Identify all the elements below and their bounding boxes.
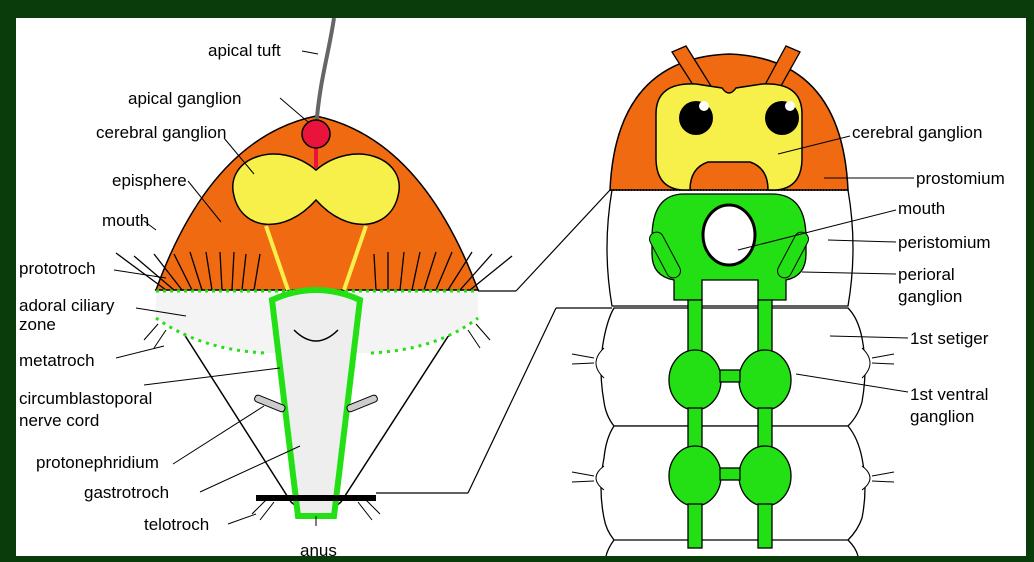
eye-left-highlight — [699, 101, 709, 111]
label-apical-tuft: apical tuft — [208, 41, 281, 60]
label-peristomium: peristomium — [898, 233, 991, 252]
label-gastrotroch: gastrotroch — [84, 483, 169, 502]
label-prostomium: prostomium — [916, 169, 1005, 188]
label-cerebral-ganglion: cerebral ganglion — [96, 123, 226, 142]
label-protonephridium: protonephridium — [36, 453, 159, 472]
apical-tuft-strands — [316, 18, 334, 128]
label-first-ventral-2: ganglion — [910, 407, 974, 426]
label-telotroch: telotroch — [144, 515, 209, 534]
label-episphere: episphere — [112, 171, 187, 190]
label-first-setiger: 1st setiger — [910, 329, 989, 348]
apical-ganglion-shape — [302, 120, 330, 148]
label-first-ventral-1: 1st ventral — [910, 385, 988, 404]
diagram-canvas: apical tuft apical ganglion cerebral gan… — [16, 18, 1026, 556]
label-prototroch: prototroch — [19, 259, 96, 278]
connector-lower — [468, 308, 556, 493]
mouth-opening-right — [703, 205, 755, 265]
label-anus: anus — [300, 541, 337, 556]
label-apical-ganglion: apical ganglion — [128, 89, 241, 108]
eye-right-highlight — [785, 101, 795, 111]
label-adoral-ciliary-2: zone — [19, 315, 56, 334]
third-segment — [606, 540, 858, 556]
label-cerebral-ganglion-right: cerebral ganglion — [852, 123, 982, 142]
first-ventral-ganglion-right — [739, 350, 791, 410]
right-labels: cerebral ganglion prostomium mouth peris… — [852, 123, 1005, 426]
connector-upper — [516, 190, 610, 291]
label-metatroch: metatroch — [19, 351, 95, 370]
annelid-larva-diagram: apical tuft apical ganglion cerebral gan… — [16, 18, 1026, 556]
label-circumblastoporal-2: nerve cord — [19, 411, 99, 430]
label-mouth-right: mouth — [898, 199, 945, 218]
label-perioral-1: perioral — [898, 265, 955, 284]
label-perioral-2: ganglion — [898, 287, 962, 306]
label-mouth: mouth — [102, 211, 149, 230]
first-setiger-segment — [601, 308, 865, 426]
second-setiger-segment — [601, 426, 865, 540]
label-adoral-ciliary-1: adoral ciliary — [19, 296, 115, 315]
label-circumblastoporal-1: circumblastoporal — [19, 389, 152, 408]
first-ventral-ganglion-left — [669, 350, 721, 410]
